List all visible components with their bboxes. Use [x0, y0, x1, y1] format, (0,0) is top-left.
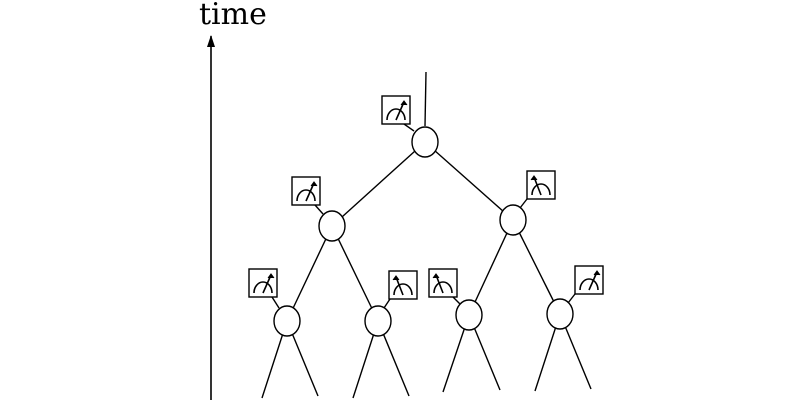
measurement-meter-icon	[428, 268, 458, 298]
tree-node-root	[411, 126, 439, 158]
measurement-meter-icon	[248, 268, 278, 298]
meter-connector	[314, 204, 324, 215]
meter-connector	[519, 198, 528, 209]
edge-l1b-rr	[512, 219, 561, 315]
tree-node-leaf-3	[455, 299, 483, 331]
edge-root-right	[424, 141, 514, 221]
edge-l1a-ll	[286, 225, 333, 322]
meter-connector	[403, 123, 415, 132]
edge-root-left	[331, 141, 426, 227]
measurement-meter-icon	[381, 95, 411, 125]
time-axis	[207, 35, 215, 400]
tree-edges	[261, 71, 592, 399]
meter-connector	[567, 293, 576, 304]
tree-node-level1-left	[318, 210, 346, 242]
measurement-meter-icon	[388, 270, 418, 300]
measurement-meter-icon	[526, 170, 556, 200]
meter-connector	[383, 298, 391, 309]
time-axis-label: time	[199, 0, 267, 32]
measurement-meter-icon	[574, 265, 604, 295]
tree-node-leaf-1	[273, 305, 301, 337]
edge-l1b-rl	[468, 219, 514, 316]
measurement-meters	[248, 95, 604, 300]
time-axis-arrowhead-icon	[207, 35, 215, 47]
meter-connector	[271, 296, 280, 309]
tree-node-leaf-4	[546, 298, 574, 330]
edge-l1a-lr	[331, 225, 379, 322]
tree-node-level1-right	[499, 204, 527, 236]
root-stem	[424, 71, 427, 127]
meter-connector	[452, 296, 461, 305]
tree-node-leaf-2	[364, 305, 392, 337]
measurement-meter-icon	[291, 176, 321, 206]
tree-nodes	[273, 126, 574, 337]
